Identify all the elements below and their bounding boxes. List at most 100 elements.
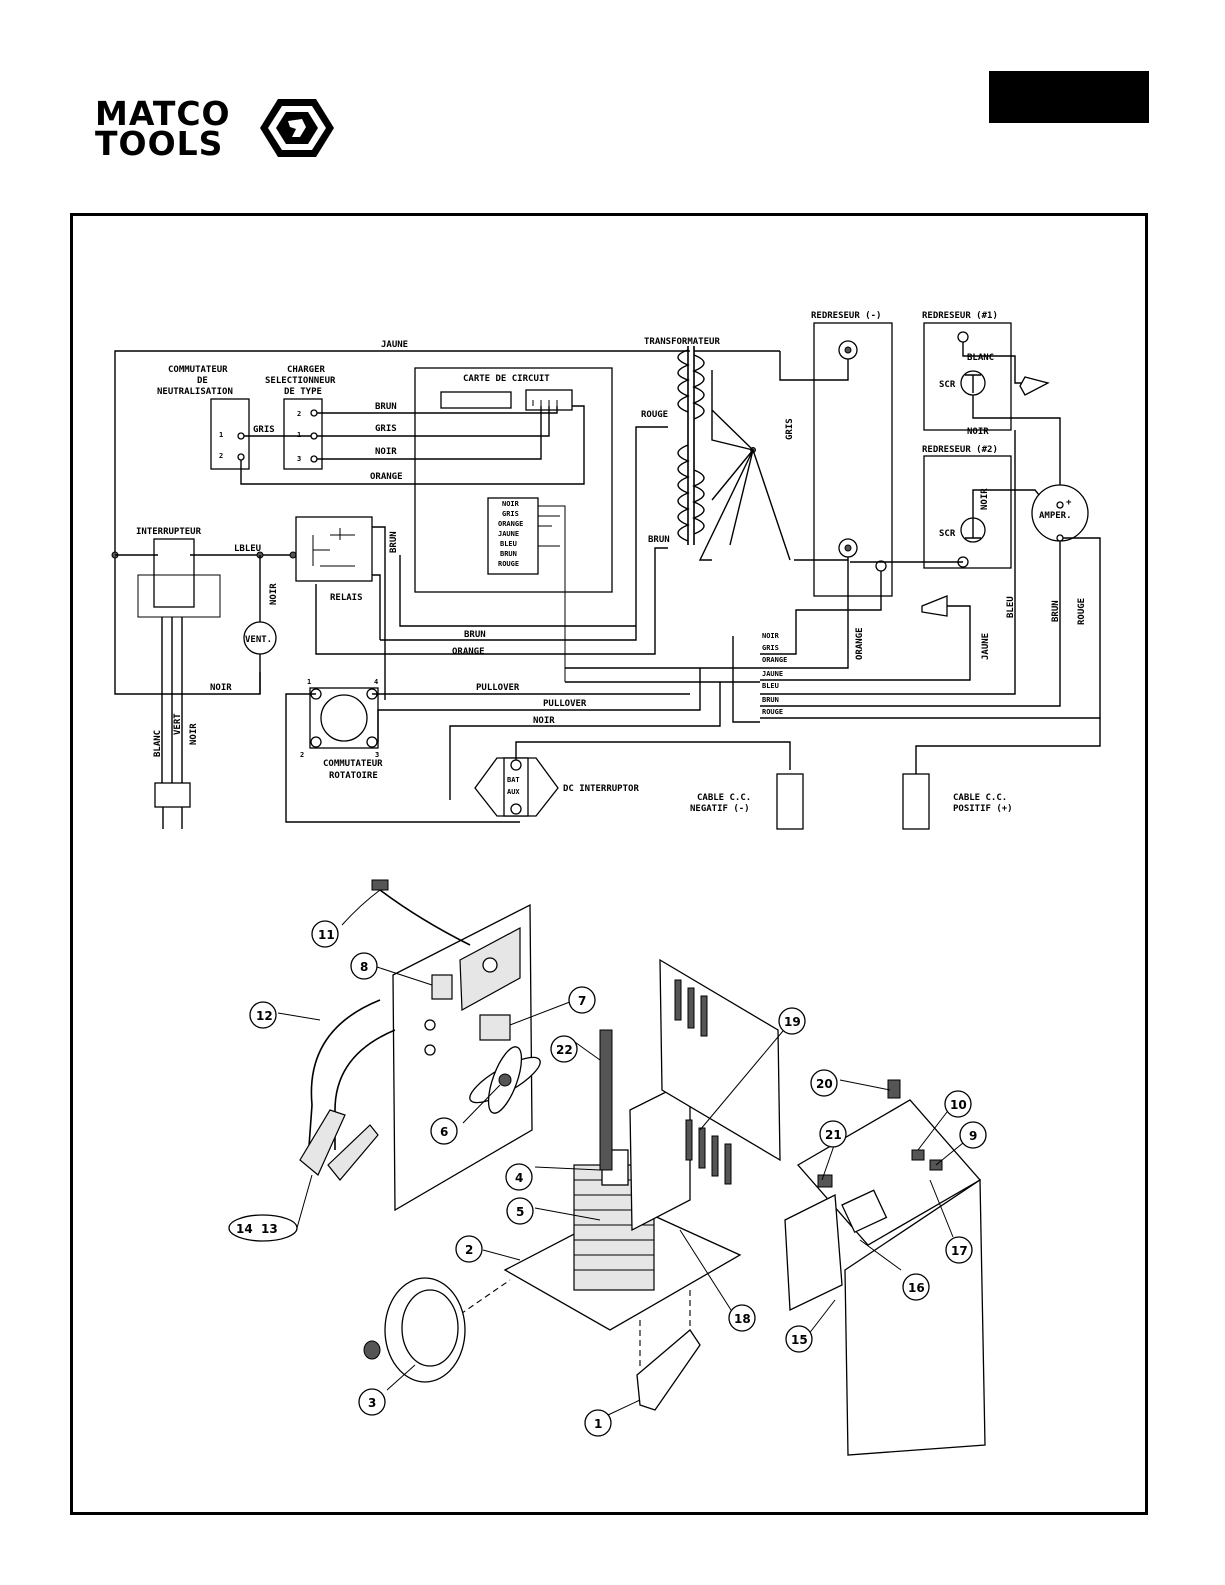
- harness-noir: NOIR: [762, 632, 780, 640]
- wire-label-noir-1: NOIR: [375, 447, 397, 457]
- wire-label-brun-3: BRUN: [1051, 600, 1061, 622]
- stand-bracket: [636, 1329, 701, 1411]
- callout-5: 5: [516, 1205, 524, 1219]
- callout-21: 21: [825, 1128, 842, 1142]
- neutral-terminal-1: 1: [219, 431, 223, 439]
- pin-orange: ORANGE: [498, 520, 523, 528]
- vent-label: VENT.: [245, 635, 272, 645]
- selecteur-label-2: SELECTIONNEUR: [265, 376, 336, 386]
- callout-18: 18: [734, 1312, 751, 1326]
- callout-6: 6: [440, 1125, 448, 1139]
- selector-terminal-3: 3: [297, 455, 301, 463]
- wire-label-noir-6: NOIR: [210, 683, 232, 693]
- selecteur-label-3: DE TYPE: [284, 387, 322, 397]
- wire-label-lbleu: LBLEU: [234, 544, 261, 554]
- rotary-terminal-3: 3: [375, 751, 379, 759]
- wire-label-jaune: JAUNE: [381, 340, 408, 350]
- callout-12: 12: [256, 1009, 273, 1023]
- callout-15: 15: [791, 1333, 808, 1347]
- power-plug: [154, 782, 191, 808]
- card-connector-block: [487, 497, 539, 575]
- cable-cc-positif: [902, 773, 930, 830]
- wire-label-gris-1: GRIS: [253, 425, 275, 435]
- cable-pos-label-2: POSITIF (+): [953, 804, 1013, 814]
- scr-1-label: SCR: [939, 380, 956, 390]
- dc-interruptor-label: DC INTERRUPTOR: [563, 784, 639, 794]
- transformer-assembly: [573, 1149, 655, 1291]
- interrupteur: [153, 538, 195, 608]
- harness-brun: BRUN: [762, 696, 779, 704]
- wire-label-orange-3: ORANGE: [452, 647, 485, 657]
- neutral-terminal-2: 2: [219, 452, 223, 460]
- pin-rouge: ROUGE: [498, 560, 519, 568]
- redreseur-1-label: REDRESEUR (#1): [922, 311, 998, 321]
- redreseur-neg-label: REDRESEUR (-): [811, 311, 881, 321]
- relais: [295, 516, 373, 582]
- wire-label-orange-2: ORANGE: [855, 627, 865, 660]
- cable-neg-label-1: CABLE C.C.: [697, 793, 751, 803]
- side-cover: [784, 1193, 843, 1312]
- cable-cc-negatif: [776, 773, 804, 830]
- callout-4: 4: [515, 1171, 523, 1185]
- wire-label-rouge-2: ROUGE: [1077, 598, 1087, 625]
- callout-1: 1: [594, 1417, 602, 1431]
- wire-label-noir-7: NOIR: [533, 716, 555, 726]
- wire-label-gris-3: GRIS: [785, 418, 795, 440]
- commutateur-label-2: DE: [197, 376, 208, 386]
- fan-blade: [469, 1046, 541, 1114]
- pin-brun: BRUN: [500, 550, 517, 558]
- rotary-terminal-2: 2: [300, 751, 304, 759]
- harness-bleu: BLEU: [762, 682, 779, 690]
- callout-16: 16: [908, 1281, 925, 1295]
- wire-label-vert: VERT: [173, 713, 183, 735]
- harness-gris: GRIS: [762, 644, 779, 652]
- pin-bleu: BLEU: [500, 540, 517, 548]
- callout-22: 22: [556, 1043, 573, 1057]
- wire-label-orange-1: ORANGE: [370, 472, 403, 482]
- dc-aux-label: AUX: [507, 788, 520, 796]
- callout-3: 3: [368, 1396, 376, 1410]
- interrupteur-label: INTERRUPTEUR: [136, 527, 202, 537]
- callout-2: 2: [465, 1243, 473, 1257]
- callout-9: 9: [969, 1129, 977, 1143]
- wire-label-noir-3: NOIR: [980, 488, 990, 510]
- wire-label-brun-5: BRUN: [464, 630, 486, 640]
- exploded-parts-view: [299, 879, 986, 1456]
- relais-label: RELAIS: [330, 593, 363, 603]
- selector-terminal-1: 1: [297, 431, 301, 439]
- wire-label-bleu-1: BLEU: [1006, 596, 1016, 618]
- rotary-terminal-4: 4: [374, 678, 378, 686]
- wire-label-blanc-1: BLANC: [967, 353, 994, 363]
- cable-neg-label-2: NEGATIF (-): [690, 804, 750, 814]
- callout-13: 13: [261, 1222, 278, 1236]
- part-callouts: 11 8 12 7 22 19 6 4 20 21 10 9 14 13 5 2…: [228, 920, 987, 1437]
- diagram-frame: [70, 213, 1148, 1515]
- commutateur-label-3: NEUTRALISATION: [157, 387, 233, 397]
- pin-gris: GRIS: [502, 510, 519, 518]
- wire-label-noir-4: NOIR: [189, 723, 199, 745]
- wire-label-gris-2: GRIS: [375, 424, 397, 434]
- page-tab-marker: [989, 71, 1149, 123]
- redreseur-2: [923, 455, 1012, 569]
- logo-line-tools: TOOLS: [95, 124, 224, 163]
- matco-wrench-emblem-icon: [260, 99, 334, 157]
- callout-17: 17: [951, 1244, 968, 1258]
- rotatoire-label-1: COMMUTATEUR: [323, 759, 383, 769]
- wire-label-rouge-1: ROUGE: [641, 410, 668, 420]
- wire-label-brun-4: BRUN: [389, 531, 399, 553]
- callout-leaders: [277, 889, 964, 1416]
- callout-14: 14: [236, 1222, 253, 1236]
- wiring-schematic: JAUNE COMMUTATEUR DE NEUTRALISATION 1 2 …: [111, 311, 1101, 830]
- amper-label: AMPER.: [1039, 511, 1072, 521]
- dc-bat-label: BAT: [507, 776, 520, 784]
- rotatoire-label-2: ROTATOIRE: [329, 771, 378, 781]
- callout-7: 7: [578, 994, 586, 1008]
- wire-label-brun-2: BRUN: [648, 535, 670, 545]
- callout-20: 20: [816, 1077, 833, 1091]
- cable-pos-label-1: CABLE C.C.: [953, 793, 1007, 803]
- amper-plus: +: [1066, 498, 1072, 508]
- carte-label: CARTE DE CIRCUIT: [463, 374, 550, 384]
- pin-noir: NOIR: [502, 500, 520, 508]
- ammeter-window: [841, 1189, 888, 1234]
